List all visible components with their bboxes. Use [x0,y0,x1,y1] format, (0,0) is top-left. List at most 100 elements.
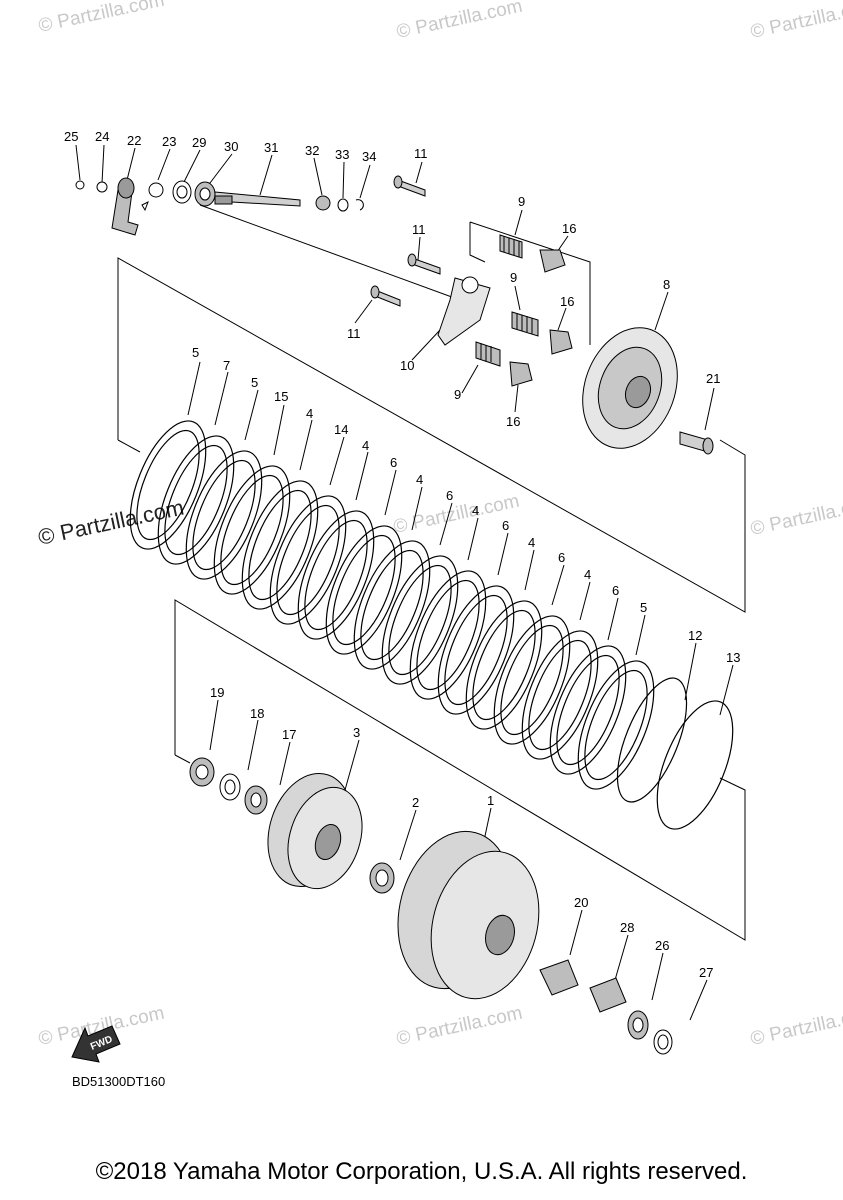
callout-9: 9 [510,270,517,285]
callout-labels: 25 24 22 23 29 30 31 32 33 34 11 11 11 9… [64,129,740,980]
callout-4: 4 [528,535,535,550]
callout-15: 15 [274,389,288,404]
clutch-plate-4 [297,510,375,640]
circlip-25 [75,180,85,190]
diagram-code: BD51300DT160 [72,1074,165,1089]
callout-19: 19 [210,685,224,700]
callout-13: 13 [726,650,740,665]
plate-10 [437,277,491,346]
callout-5: 5 [640,600,647,615]
washer-24 [96,181,108,193]
circlip-34 [355,199,364,211]
nut-16 [539,249,566,273]
friction-plate-5 [185,450,263,580]
friction-plate-6 [437,585,515,715]
friction-plate-5 [129,420,207,550]
callout-14: 14 [334,422,348,437]
callout-5: 5 [192,345,199,360]
collar-28 [589,977,627,1013]
guide-lines [75,144,746,1021]
callout-29: 29 [192,135,206,150]
callout-9: 9 [454,387,461,402]
callout-18: 18 [250,706,264,721]
callout-33: 33 [335,147,349,162]
friction-plate-6 [381,555,459,685]
callout-8: 8 [663,277,670,292]
callout-6: 6 [502,518,509,533]
copyright-notice: ©2018 Yamaha Motor Corporation, U.S.A. A… [95,1158,748,1185]
friction-plate-6 [493,615,571,745]
callout-4: 4 [472,503,479,518]
watermark: © Partzilla.com [37,0,167,37]
forward-arrow-icon: FWD [71,1025,121,1063]
friction-plate-6 [325,525,403,655]
callout-6: 6 [446,488,453,503]
callout-4: 4 [306,406,313,421]
callout-16: 16 [560,294,574,309]
callout-4: 4 [416,472,423,487]
callout-32: 32 [305,143,319,158]
watermark: © Partzilla.com [749,493,843,540]
nut-16 [549,329,573,355]
washer-33 [337,198,349,212]
callout-6: 6 [558,550,565,565]
callout-3: 3 [353,725,360,740]
callout-20: 20 [574,895,588,910]
callout-5: 5 [251,375,258,390]
callout-30: 30 [224,139,238,154]
pressure-plate-group [370,175,714,455]
callout-22: 22 [127,133,141,148]
friction-plate-5 [577,660,655,790]
clutch-plate-4 [521,630,599,760]
clutch-plate-stack [129,420,734,830]
callout-7: 7 [223,358,230,373]
callout-11: 11 [414,146,428,161]
callout-26: 26 [655,938,669,953]
spring-9 [511,311,539,337]
watermark: © Partzilla.com [749,1003,843,1050]
callout-25: 25 [64,129,78,144]
callout-34: 34 [362,149,376,164]
callout-11: 11 [347,326,361,341]
circlip-23 [148,182,164,198]
callout-6: 6 [390,455,397,470]
callout-21: 21 [706,371,720,386]
clutch-plate-4 [465,600,543,730]
seat-plate-13 [656,700,734,830]
clutch-plate-4 [241,480,319,610]
friction-plate-6 [549,645,627,775]
callout-12: 12 [688,628,702,643]
cushion-spring-12 [616,677,688,803]
callout-17: 17 [282,727,296,742]
watermark: © Partzilla.com [395,1003,525,1050]
callout-10: 10 [400,358,414,373]
watermark: © Partzilla.com [395,0,525,43]
callout-23: 23 [162,134,176,149]
callout-4: 4 [362,438,369,453]
spring-9 [475,341,501,367]
callout-24: 24 [95,129,109,144]
callout-16: 16 [506,414,520,429]
callout-9: 9 [518,194,525,209]
watermark: © Partzilla.com [749,0,843,43]
callout-16: 16 [562,221,576,236]
needle-bearing-20 [539,959,579,996]
ball-32 [315,195,331,211]
clutch-plate-4 [409,570,487,700]
callout-11: 11 [412,222,426,237]
callout-6: 6 [612,583,619,598]
push-lever-shaft-group [75,177,364,236]
clutch-plate-4 [353,540,431,670]
callout-1: 1 [487,793,494,808]
callout-31: 31 [264,140,278,155]
clutch-plate-14 [269,495,347,625]
callout-28: 28 [620,920,634,935]
callout-27: 27 [699,965,713,980]
friction-plate-7 [157,435,235,565]
nut-16 [509,361,533,387]
callout-2: 2 [412,795,419,810]
clutch-plate-15 [213,465,291,595]
clutch-boss-housing-group [189,757,673,1055]
spring-9 [499,234,523,259]
